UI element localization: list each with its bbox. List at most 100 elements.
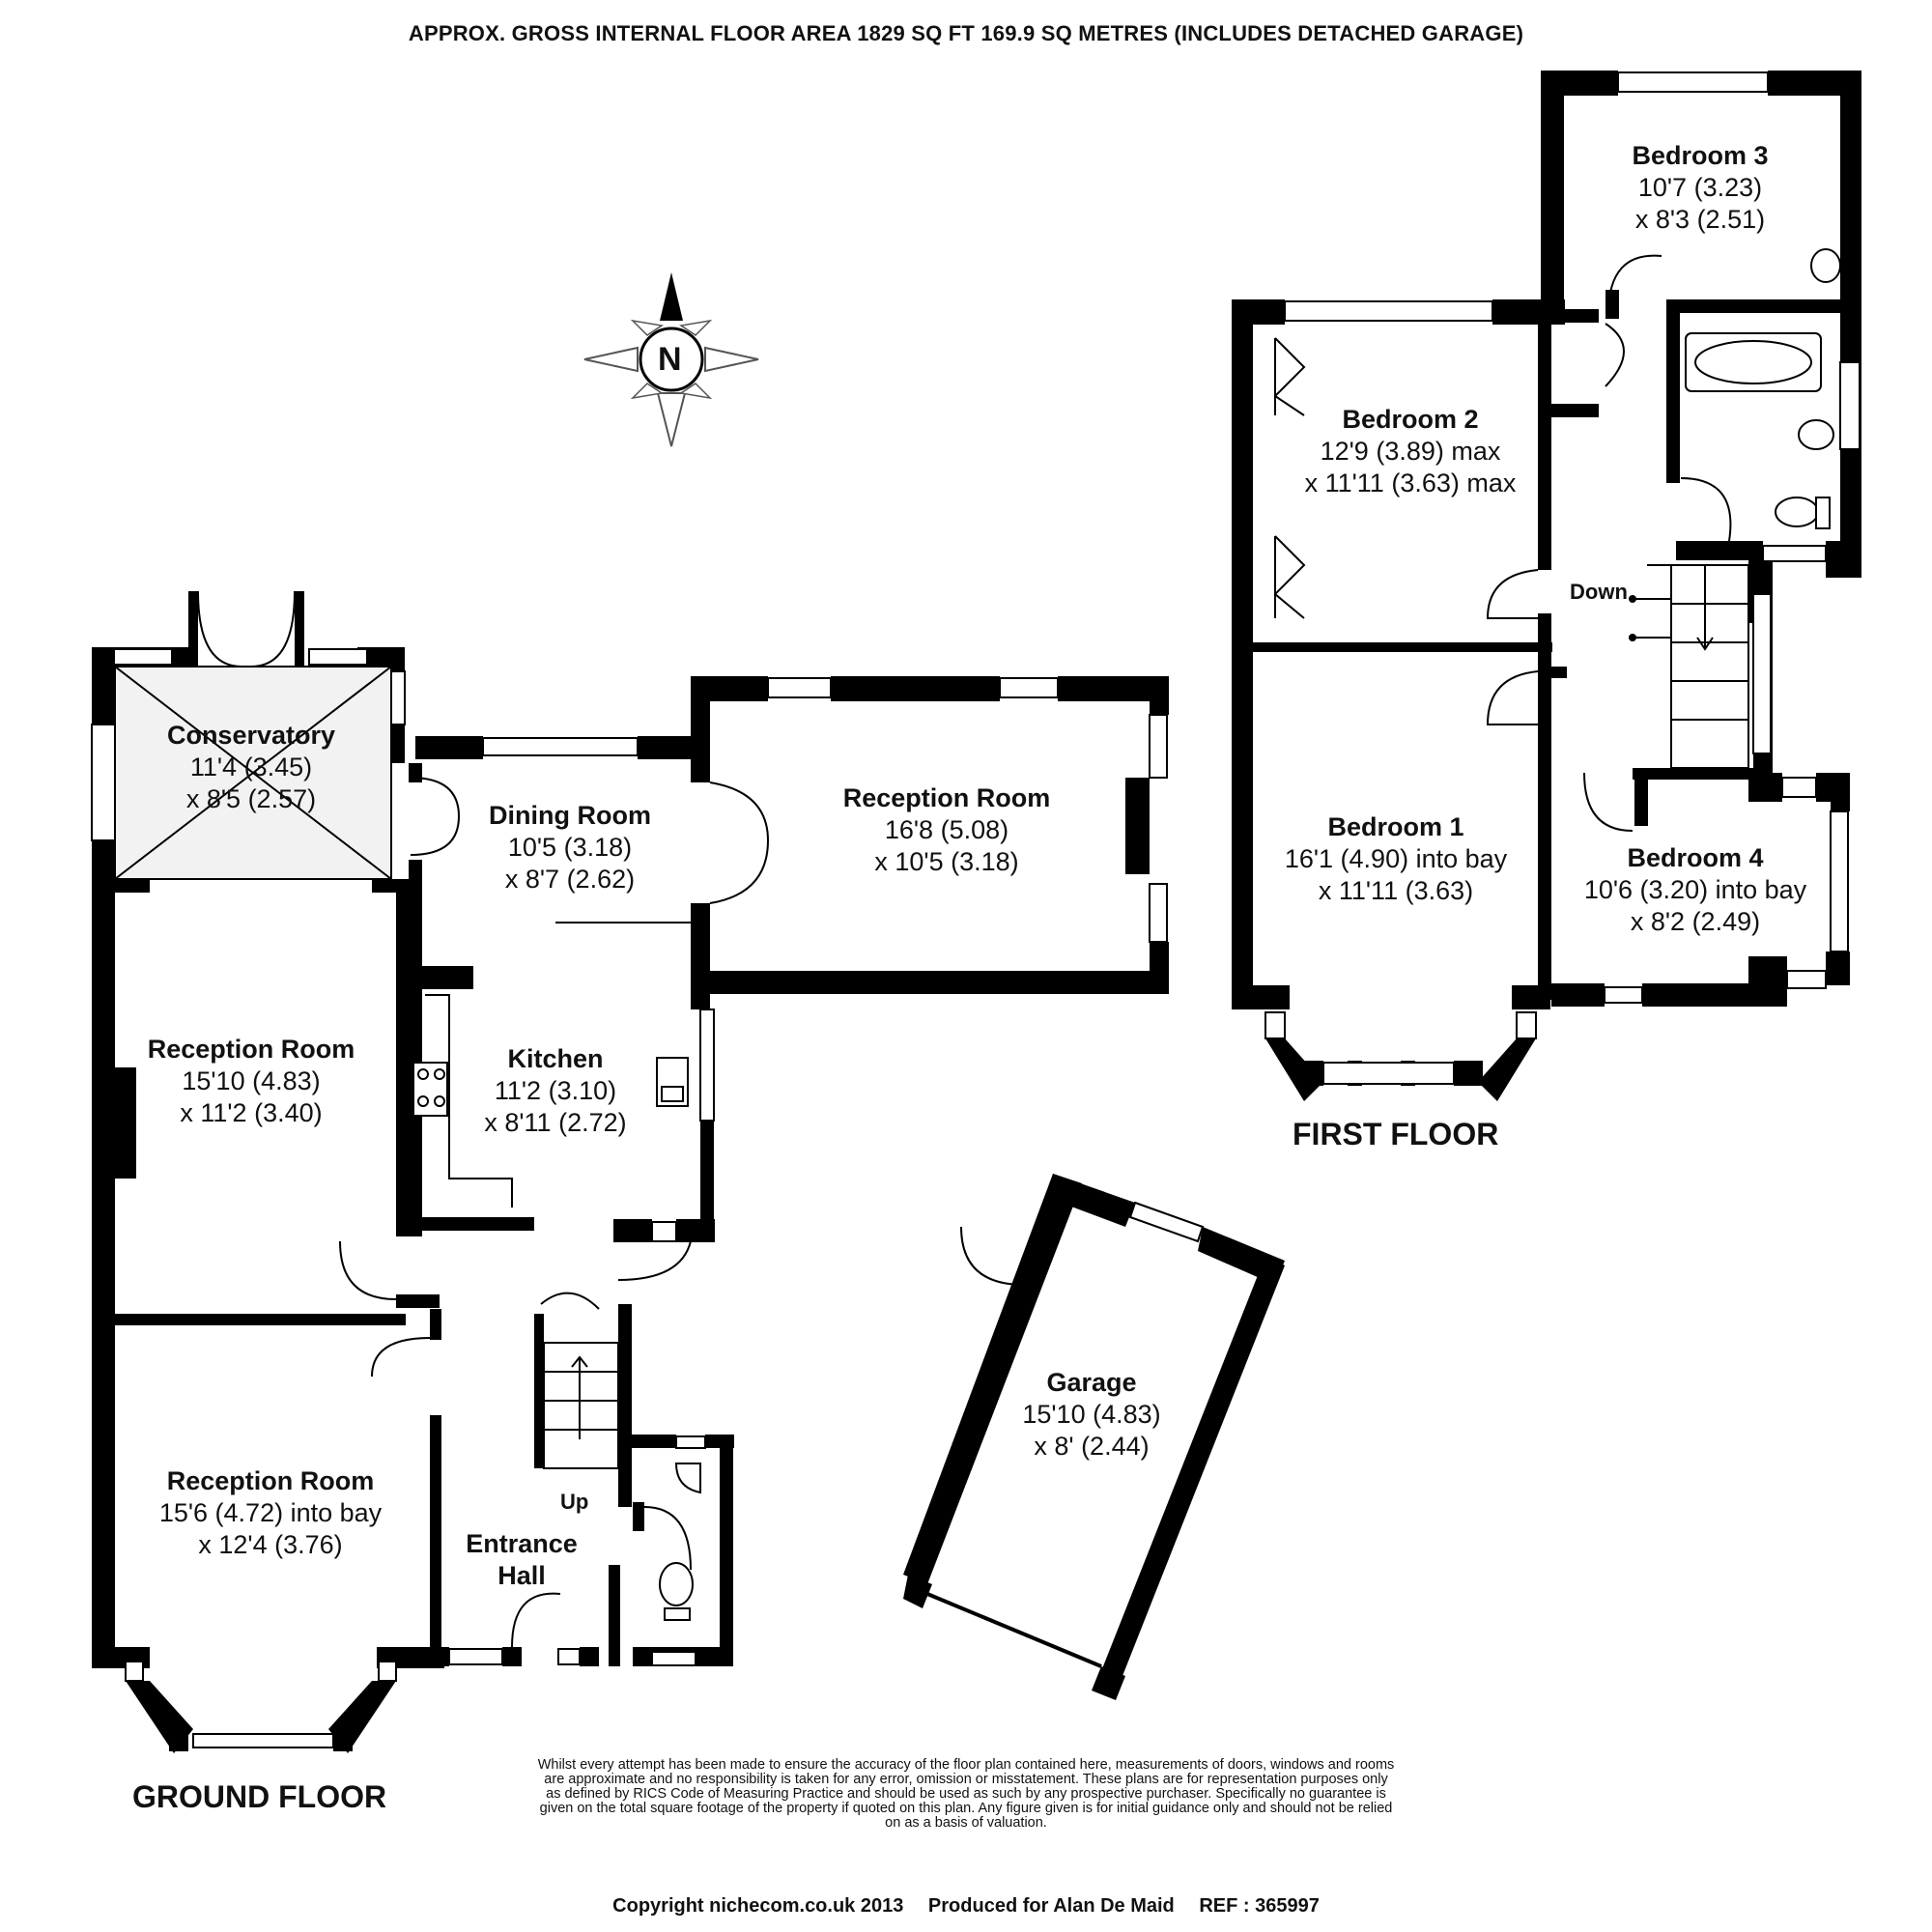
- room-dim: 15'6 (4.72) into bay: [158, 1498, 383, 1527]
- wall-reception-rear-east-mid: [1125, 778, 1150, 874]
- compass-rose: [583, 272, 759, 447]
- wall-cupboard-east: [1605, 290, 1619, 319]
- wall-bath-south-r: [1826, 541, 1860, 578]
- wall-reception-rear-east-top: [1150, 676, 1169, 715]
- wall-bath-west: [1666, 309, 1680, 483]
- wall-conservatory-top-mid: [188, 591, 198, 667]
- room-bedroom-4: Bedroom 4 10'6 (3.20) into bay x 8'2 (2.…: [1560, 842, 1831, 938]
- garage-wall-west-outer: [903, 1174, 1082, 1584]
- wall-dining-west-lower: [409, 860, 422, 966]
- window-kitchen-south: [651, 1221, 677, 1242]
- window-reception-rear-north1: [767, 677, 832, 698]
- wall-bay-bottom-right: [333, 1734, 353, 1751]
- reference-text: REF : 365997: [1199, 1895, 1320, 1917]
- window-stair-east: [1752, 593, 1772, 754]
- wall-bed4-south: [1551, 983, 1605, 1007]
- door-reception-front: [371, 1337, 431, 1378]
- door-bed1: [1486, 670, 1539, 725]
- wall-kitchen-south-left: [409, 1217, 534, 1231]
- wall-bed1-bay-bottom1: [1299, 1061, 1323, 1086]
- room-dim: 15'10 (4.83): [182, 1066, 321, 1095]
- room-dim: x 11'11 (3.63): [1318, 876, 1474, 905]
- room-dim: x 8'2 (2.49): [1630, 907, 1761, 936]
- conservatory-roof-diag2: [114, 666, 392, 880]
- wall-entrance-front-r2: [580, 1647, 599, 1666]
- disclaimer-line: are approximate and no responsibility is…: [544, 1772, 1388, 1787]
- window-kitchen-east: [699, 1009, 715, 1122]
- wall-bay-bottom-left: [169, 1734, 188, 1751]
- room-dim: 12'9 (3.89) max: [1320, 437, 1501, 466]
- wall-bed4-south-se: [1748, 956, 1787, 1005]
- window-bed4-north: [1781, 777, 1817, 798]
- wall-bed4-west-top: [1634, 768, 1648, 826]
- wall-stairs-east: [618, 1304, 632, 1507]
- room-name: Dining Room: [489, 801, 651, 830]
- wall-conservatory-top-right: [357, 647, 401, 667]
- garage-wall-se: [1092, 1666, 1125, 1700]
- door-kitchen-hall: [617, 1240, 692, 1281]
- door-bed3: [1607, 254, 1662, 315]
- wall-bed4-east-bot: [1826, 952, 1850, 985]
- garage-door: [926, 1592, 1102, 1668]
- door-entrance: [511, 1592, 561, 1648]
- stairs-up-label: Up: [560, 1490, 589, 1514]
- window-reception-rear-east2: [1149, 883, 1168, 943]
- room-dim: 10'7 (3.23): [1637, 173, 1763, 202]
- door-cupboard-landing: [1605, 323, 1625, 387]
- room-name: Garage: [1046, 1368, 1137, 1397]
- chimney-breast-middle: [115, 1067, 136, 1179]
- wc-toilet: [659, 1562, 694, 1606]
- door-bed4: [1583, 772, 1634, 832]
- room-dim: x 11'11 (3.63) max: [1304, 469, 1517, 497]
- disclaimer: Whilst every attempt has been made to en…: [454, 1758, 1478, 1831]
- wall-bed1-bay-bottom4: [1454, 1061, 1483, 1086]
- room-dining-room: Dining Room 10'5 (3.18) x 8'7 (2.62): [454, 800, 686, 895]
- wall-hall-west-upper: [396, 1294, 440, 1308]
- wall-bed1-south-left: [1232, 985, 1290, 1009]
- wall-bed3-west: [1541, 71, 1564, 312]
- wall-reception-front-east: [430, 1415, 441, 1647]
- wall-hall-west-upper2: [430, 1309, 441, 1340]
- wall-bed4-east: [1831, 773, 1850, 811]
- door-conservatory-french-left: [197, 590, 242, 668]
- window-bath-south: [1762, 545, 1827, 562]
- room-entrance-hall: Entrance Hall: [444, 1528, 599, 1592]
- window-dining-north: [482, 737, 639, 756]
- wall-reception-rear-north-left: [691, 676, 768, 701]
- disclaimer-line: on as a basis of valuation.: [885, 1815, 1047, 1831]
- wall-reception-rear-south: [700, 971, 1169, 994]
- door-garage: [960, 1226, 1025, 1286]
- room-dim: 11'4 (3.45): [189, 753, 313, 781]
- window-wc-north: [675, 1435, 706, 1449]
- wall-dining-west-upper: [409, 763, 422, 782]
- room-bedroom-3: Bedroom 3 10'7 (3.23) x 8'3 (2.51): [1594, 140, 1806, 236]
- room-dim: x 11'2 (3.40): [180, 1098, 323, 1127]
- stairs-down-label: Down: [1570, 580, 1628, 604]
- wall-reception-rear-north-mid: [831, 676, 1000, 701]
- room-garage: Garage 15'10 (4.83) x 8' (2.44): [995, 1367, 1188, 1463]
- window-bed4-south-r: [1786, 970, 1827, 989]
- room-name: Reception Room: [166, 1466, 375, 1495]
- room-conservatory: Conservatory 11'4 (3.45) x 8'5 (2.57): [130, 720, 372, 815]
- first-floor-title: FIRST FLOOR: [1293, 1117, 1499, 1151]
- room-dim: 10'6 (3.20) into bay: [1583, 875, 1807, 904]
- window-conservatory-north-left: [113, 648, 173, 666]
- room-dim: x 8'5 (2.57): [185, 784, 317, 813]
- disclaimer-line: given on the total square footage of the…: [539, 1801, 1393, 1816]
- room-dim: 11'2 (3.10): [494, 1076, 617, 1105]
- produced-for-text: Produced for Alan De Maid: [927, 1895, 1175, 1917]
- wall-landing-mid: [1543, 667, 1567, 678]
- wall-reception-rear-north-right: [1058, 676, 1164, 701]
- disclaimer-line: Whilst every attempt has been made to en…: [537, 1757, 1395, 1773]
- wall-bed1-east: [1538, 671, 1551, 1000]
- window-conservatory-north-right: [308, 648, 368, 666]
- window-conservatory-west: [91, 724, 116, 841]
- wall-conservatory-top-mid2: [295, 591, 304, 667]
- window-bay-right-side: [378, 1661, 397, 1682]
- room-name: Entrance: [466, 1529, 578, 1558]
- room-name: Reception Room: [842, 783, 1051, 812]
- disclaimer-line: as defined by RICS Code of Measuring Pra…: [546, 1786, 1386, 1802]
- garage-wall-sw: [903, 1575, 932, 1608]
- room-kitchen: Kitchen 11'2 (3.10) x 8'11 (2.72): [454, 1043, 657, 1139]
